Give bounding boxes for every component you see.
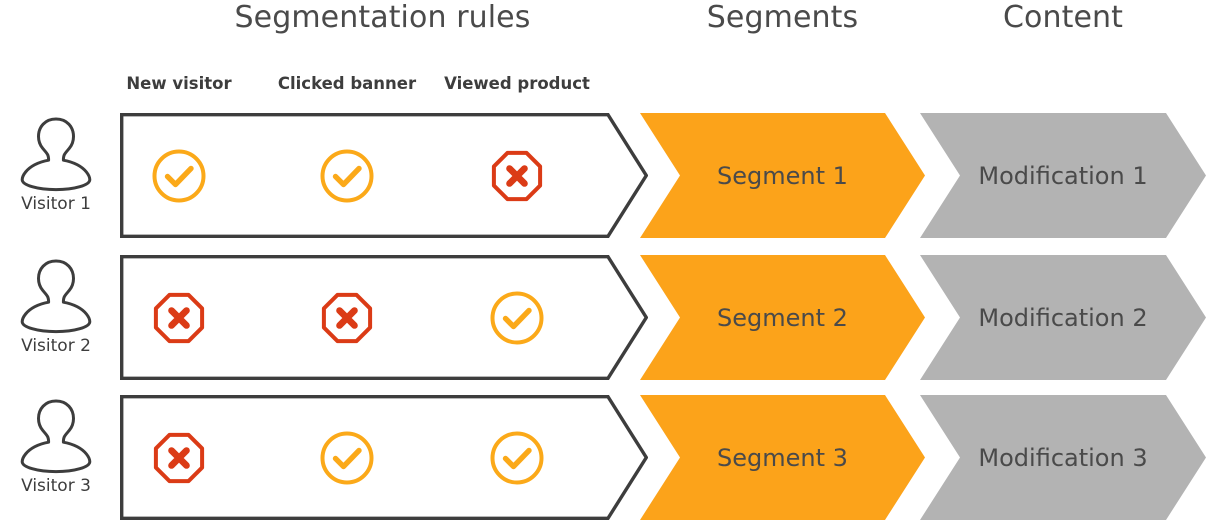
rules-arrow-1[interactable] [120,113,649,242]
segment-arrow-2[interactable] [640,255,925,384]
rule-mark-3-3[interactable] [488,429,546,487]
segment-arrow-3[interactable] [640,395,925,524]
rule-mark-1-3[interactable] [488,147,546,205]
rule-header-2: Viewed product [444,74,590,93]
visitor-2: Visitor 2 [0,257,112,356]
cross-octagon-icon [153,292,205,343]
segment-arrow-shape [640,113,925,238]
rule-header-1: Clicked banner [277,74,417,93]
visitor-label-2: Visitor 2 [21,336,91,356]
rules-arrow-shape [120,395,649,520]
content-arrow-1[interactable] [920,113,1206,242]
rule-mark-1-1[interactable] [150,147,208,205]
check-circle-icon [152,149,206,202]
section-title-segments: Segments [706,0,859,35]
rule-mark-2-2[interactable] [318,289,376,347]
diagram-row: Segment 1 Modification 1 [0,113,1206,238]
rule-mark-2-3[interactable] [488,289,546,347]
cross-octagon-icon [153,432,205,483]
person-avatar-icon [20,259,92,334]
segment-arrow-shape [640,395,925,520]
person-avatar-icon [20,117,92,192]
rule-mark-3-1[interactable] [150,429,208,487]
diagram-row: Segment 2 Modification 2 [0,255,1206,380]
rule-header-0: New visitor [126,74,232,93]
rules-arrow-shape [120,255,649,380]
visitor-3: Visitor 3 [0,397,112,496]
rule-mark-1-2[interactable] [318,147,376,205]
content-arrow-shape [920,113,1206,238]
visitor-label-1: Visitor 1 [21,194,91,214]
visitor-label-3: Visitor 3 [21,476,91,496]
rule-mark-3-2[interactable] [318,429,376,487]
cross-octagon-icon [321,292,373,343]
content-arrow-shape [920,395,1206,520]
check-circle-icon [320,431,374,484]
rules-arrow-3[interactable] [120,395,649,524]
check-circle-icon [490,431,544,484]
segment-arrow-1[interactable] [640,113,925,242]
section-title-segmentation-rules: Segmentation rules [234,0,531,35]
rules-arrow-shape [120,113,649,238]
content-arrow-shape [920,255,1206,380]
person-avatar-icon [20,399,92,474]
cross-octagon-icon [491,150,543,201]
section-title-content: Content [1002,0,1123,35]
check-circle-icon [320,149,374,202]
content-arrow-3[interactable] [920,395,1206,524]
content-arrow-2[interactable] [920,255,1206,384]
segment-arrow-shape [640,255,925,380]
rules-arrow-2[interactable] [120,255,649,384]
diagram-row: Segment 3 Modification 3 [0,395,1206,520]
visitor-1: Visitor 1 [0,115,112,214]
check-circle-icon [490,291,544,344]
rule-mark-2-1[interactable] [150,289,208,347]
